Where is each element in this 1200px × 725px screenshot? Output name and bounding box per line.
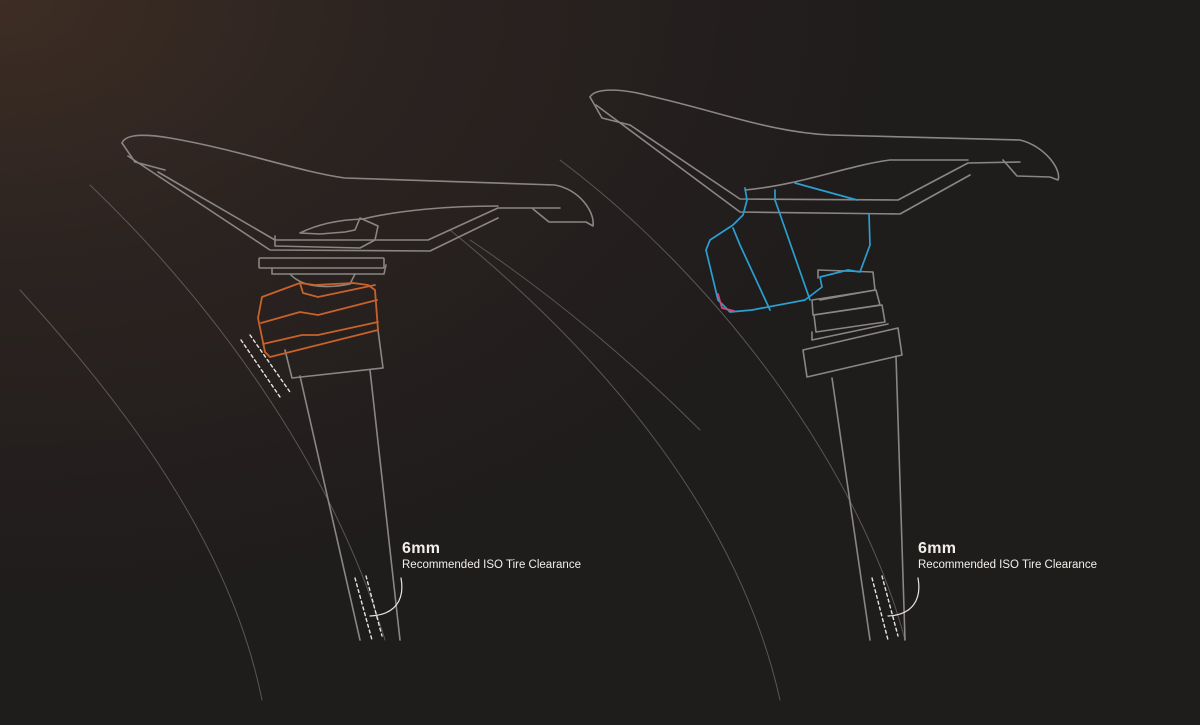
left-tire-outer-arc <box>19 289 263 701</box>
left-callout-line <box>369 577 403 617</box>
right-tire-inner-arc <box>559 159 906 641</box>
left-tire-inner-arc <box>89 184 386 641</box>
right-clearance-label: 6mm Recommended ISO Tire Clearance <box>918 540 1097 571</box>
right-clamp-highlight <box>705 182 871 313</box>
right-accent-segment <box>717 293 735 312</box>
tire-arcs <box>19 159 906 701</box>
right-callout-line <box>887 577 920 617</box>
left-clearance-dashes <box>240 334 383 641</box>
right-saddle <box>589 89 1060 641</box>
left-clearance-caption: Recommended ISO Tire Clearance <box>402 559 581 571</box>
right-clearance-caption: Recommended ISO Tire Clearance <box>918 559 1097 571</box>
left-clearance-value: 6mm <box>402 540 441 557</box>
left-clearance-label: 6mm Recommended ISO Tire Clearance <box>402 540 581 571</box>
right-clearance-dashes <box>871 575 899 641</box>
left-clamp-highlight <box>257 282 379 358</box>
left-saddle <box>121 134 594 641</box>
right-tire-outer-arc <box>449 229 781 701</box>
right-clearance-value: 6mm <box>918 540 957 557</box>
crossing-line <box>469 239 701 431</box>
